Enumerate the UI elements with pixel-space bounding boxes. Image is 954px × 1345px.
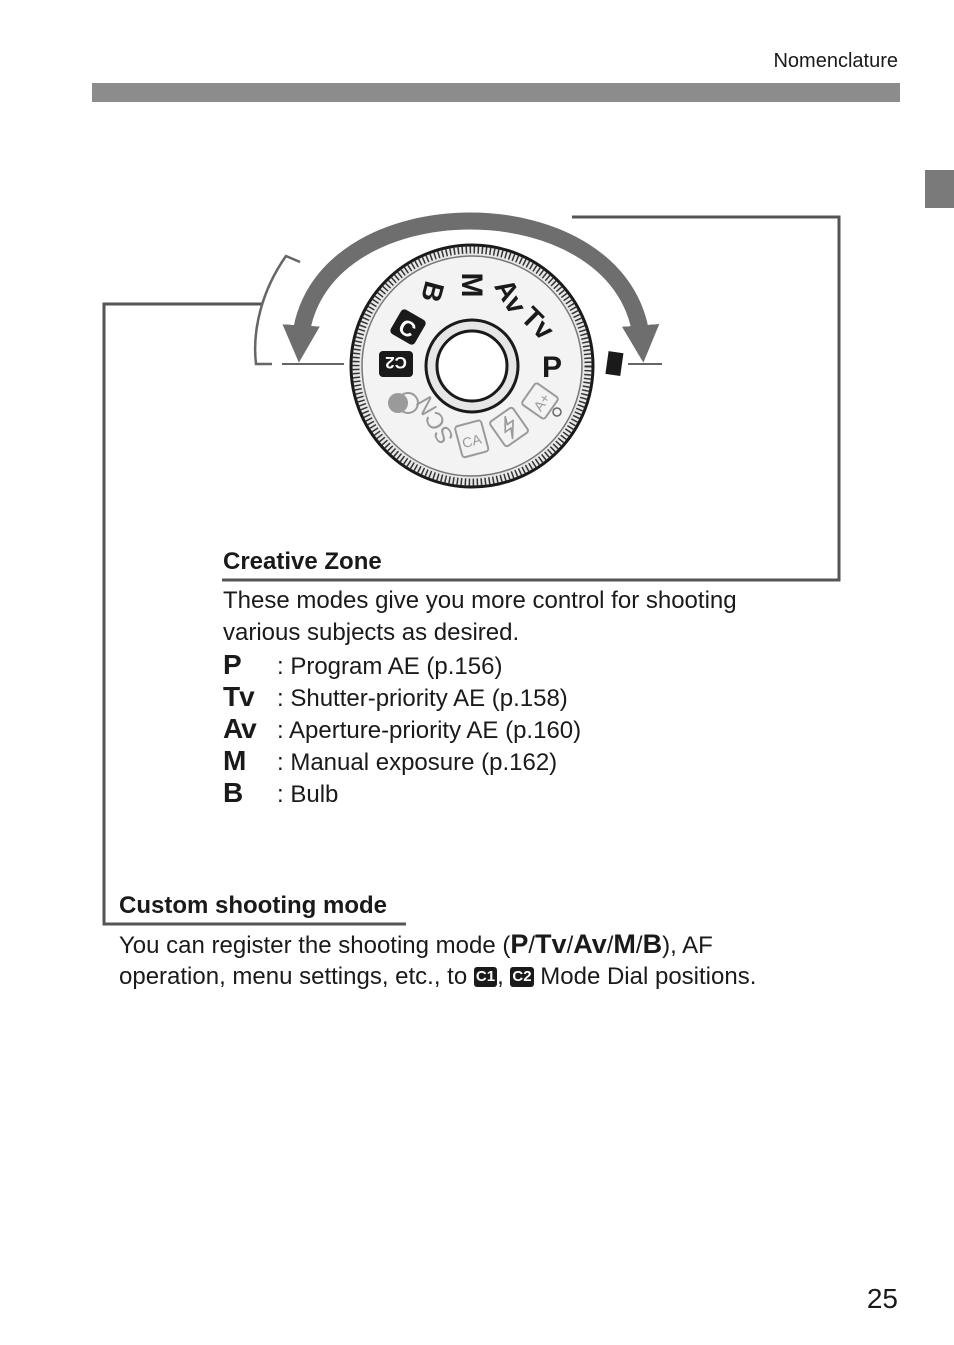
svg-text:CA: CA xyxy=(460,430,484,451)
mode-description: : Bulb xyxy=(277,781,339,808)
creative-zone-heading: Creative Zone xyxy=(223,548,382,575)
mode-row-p: P : Program AE (p.156) xyxy=(223,649,502,681)
comma: , xyxy=(497,963,511,990)
c1-badge: C1 xyxy=(473,967,498,987)
dial-icon-creative-filter xyxy=(388,392,419,414)
mode-symbol: P xyxy=(223,649,242,680)
flash-off-icon xyxy=(489,406,529,448)
dial-label-c2: C2 xyxy=(379,351,413,377)
mode-symbol: B xyxy=(223,777,243,808)
mode-symbol: M xyxy=(223,745,246,776)
custom-mode-line1-prefix: You can register the shooting mode ( xyxy=(119,932,511,959)
mode-description: : Aperture-priority AE (p.160) xyxy=(277,717,582,744)
creative-zone-bracket xyxy=(222,215,841,582)
dial-index-mark xyxy=(605,351,624,376)
mode-row-tv: Tv : Shutter-priority AE (p.158) xyxy=(223,681,568,713)
slash: / xyxy=(528,932,536,959)
creative-zone-intro-line2: various subjects as desired. xyxy=(223,619,520,646)
rotation-arrow xyxy=(282,212,660,363)
chapter-thumb-tab xyxy=(925,170,954,208)
custom-mode-range-bracket xyxy=(253,254,301,366)
section-label: Nomenclature xyxy=(773,50,898,72)
dial-label-p: P xyxy=(542,351,562,384)
symbol-av: Av xyxy=(573,929,607,959)
mode-row-m: M : Manual exposure (p.162) xyxy=(223,745,557,777)
mode-row-b: B : Bulb xyxy=(223,777,338,809)
dial-label-m: M xyxy=(455,273,488,298)
custom-mode-heading: Custom shooting mode xyxy=(119,892,387,919)
slash: / xyxy=(635,932,643,959)
mode-description: : Program AE (p.156) xyxy=(277,653,503,680)
custom-mode-bracket xyxy=(102,302,406,926)
symbol-p: P xyxy=(510,929,529,959)
creative-zone-intro-line1: These modes give you more control for sh… xyxy=(223,587,737,614)
custom-mode-line1-suffix: ), AF xyxy=(662,932,713,959)
custom-mode-line2-suffix: Mode Dial positions. xyxy=(533,963,757,990)
custom-mode-line2-prefix: operation, menu settings, etc., to xyxy=(119,963,474,990)
symbol-m: M xyxy=(613,929,636,959)
mode-row-av: Av : Aperture-priority AE (p.160) xyxy=(223,713,581,745)
slash: / xyxy=(606,932,614,959)
page-number: 25 xyxy=(866,1283,898,1314)
slash: / xyxy=(566,932,574,959)
symbol-b: B xyxy=(642,929,663,959)
mode-dial xyxy=(349,243,595,489)
dial-label-ca: CA xyxy=(454,419,490,459)
symbol-tv: Tv xyxy=(535,929,567,959)
mode-description: : Manual exposure (p.162) xyxy=(277,749,558,776)
c2-badge: C2 xyxy=(510,967,534,987)
mode-description: : Shutter-priority AE (p.158) xyxy=(277,685,568,712)
mode-symbol: Av xyxy=(223,713,257,744)
custom-mode-line2: operation, menu settings, etc., to C1, C… xyxy=(119,961,756,993)
custom-mode-line1: You can register the shooting mode (P/Tv… xyxy=(119,928,713,962)
mode-symbol: Tv xyxy=(223,681,255,712)
header-rule xyxy=(92,83,900,102)
svg-text:C2: C2 xyxy=(385,353,407,372)
dial-dot xyxy=(552,407,562,417)
